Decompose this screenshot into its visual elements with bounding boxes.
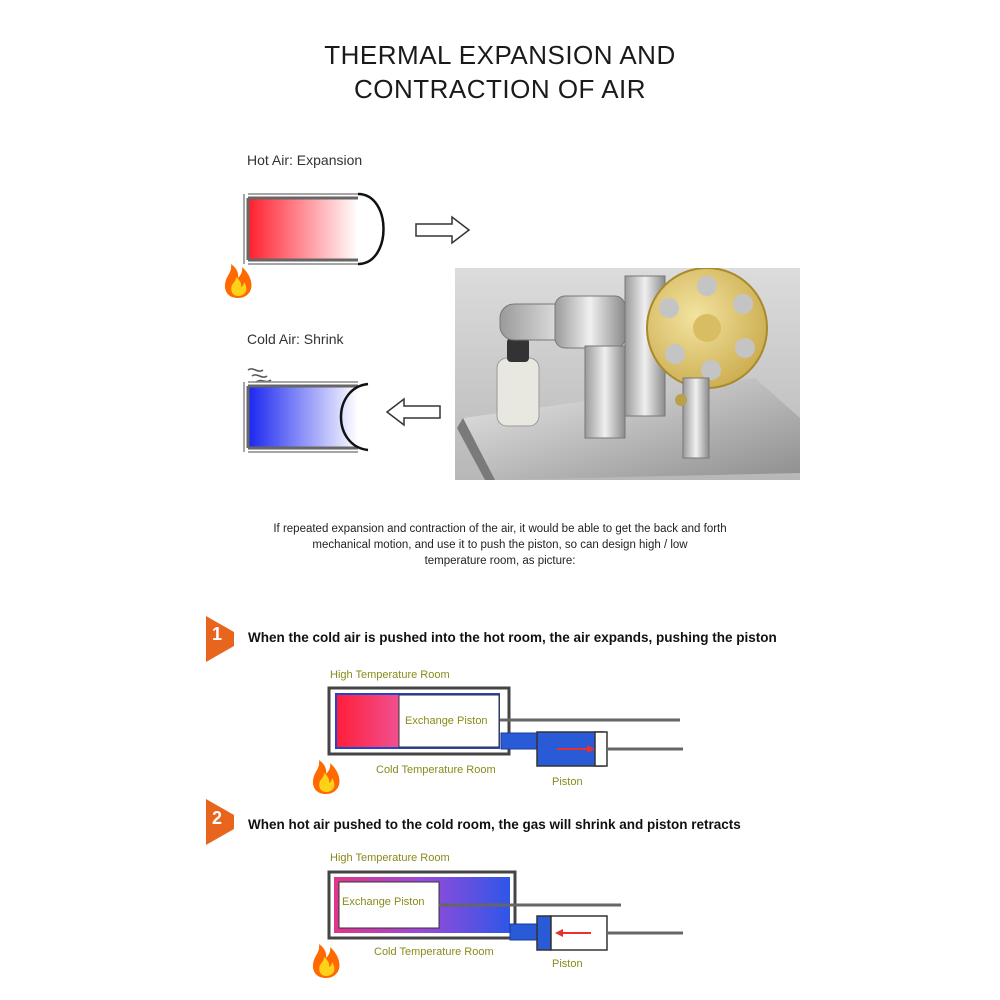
high-temperature-room-label: High Temperature Room [330, 669, 450, 681]
piston-label: Piston [552, 958, 583, 970]
hot-air-cylinder [243, 192, 385, 266]
arrow-left-icon [385, 397, 441, 427]
step-number: 2 [211, 808, 222, 828]
cold-air-cylinder [243, 381, 369, 453]
description-line3: temperature room, as picture: [424, 555, 576, 567]
fire-icon [224, 264, 252, 298]
cold-temperature-room-label: Cold Temperature Room [376, 764, 496, 776]
page-title-line2: CONTRACTION OF AIR [353, 74, 647, 104]
step-text: When hot air pushed to the cold room, th… [248, 817, 741, 832]
hot-air-label: Hot Air: Expansion [247, 152, 363, 168]
fire-icon [312, 760, 340, 794]
cold-temperature-room-label: Cold Temperature Room [374, 946, 494, 958]
step-text: When the cold air is pushed into the hot… [248, 630, 777, 645]
high-temperature-room-label: High Temperature Room [330, 852, 450, 864]
step-number: 1 [211, 624, 222, 644]
step2-diagram [327, 870, 683, 951]
page-title-line1: THERMAL EXPANSION AND [324, 40, 676, 70]
stirling-engine-photo [455, 268, 800, 480]
exchange-piston-label: Exchange Piston [405, 715, 488, 727]
exchange-piston-label: Exchange Piston [342, 896, 425, 908]
arrow-right-icon [415, 215, 471, 245]
description-line2: mechanical motion, and use it to push th… [312, 539, 688, 551]
step-badge-icon [206, 799, 234, 845]
step-badge-icon [206, 616, 234, 662]
fire-icon [312, 944, 340, 978]
description-line1: If repeated expansion and contraction of… [273, 523, 727, 535]
cold-air-label: Cold Air: Shrink [247, 331, 344, 347]
step1-diagram [327, 686, 683, 767]
piston-label: Piston [552, 776, 583, 788]
